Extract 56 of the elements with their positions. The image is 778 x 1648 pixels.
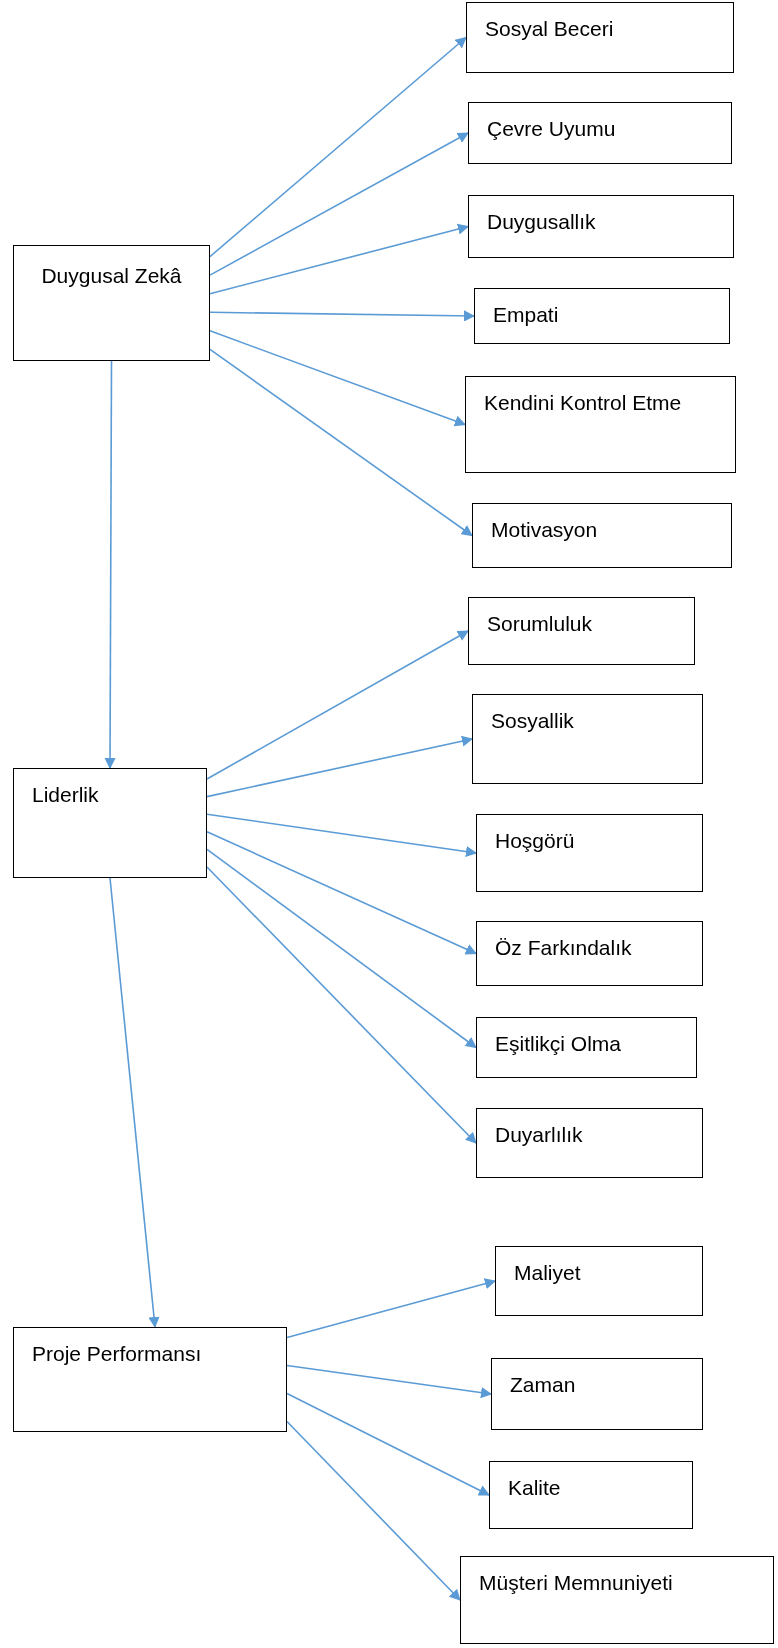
box-label: Motivasyon bbox=[491, 517, 599, 543]
box-label: Kalite bbox=[508, 1475, 562, 1501]
concept-box bbox=[13, 245, 210, 361]
arrow bbox=[209, 132, 469, 276]
concept-box bbox=[13, 1327, 287, 1432]
arrow bbox=[206, 630, 469, 780]
arrow bbox=[206, 831, 477, 955]
concept-box bbox=[491, 1358, 703, 1430]
concept-box bbox=[468, 597, 695, 665]
box-label: Kendini Kontrol Etme bbox=[484, 390, 683, 416]
concept-box bbox=[476, 921, 703, 986]
box-label: Duygusal Zekâ bbox=[40, 263, 183, 289]
box-label: Müşteri Memnuniyeti bbox=[479, 1570, 674, 1596]
concept-box bbox=[13, 768, 207, 878]
arrow bbox=[209, 348, 473, 537]
concept-box bbox=[468, 102, 732, 164]
arrow bbox=[286, 1364, 493, 1399]
concept-box bbox=[472, 694, 703, 784]
concept-box bbox=[465, 376, 736, 473]
arrow bbox=[209, 223, 470, 295]
box-label: Öz Farkındalık bbox=[495, 935, 633, 961]
box-label: Proje Performansı bbox=[32, 1341, 203, 1367]
box-label: Empati bbox=[493, 302, 560, 328]
box-label: Sosyallik bbox=[491, 708, 575, 734]
arrow bbox=[286, 1278, 497, 1339]
box-label: Duygusallık bbox=[487, 209, 597, 235]
box-label: Sorumluluk bbox=[487, 611, 594, 637]
arrow bbox=[209, 36, 467, 258]
box-label: Sosyal Beceri bbox=[485, 16, 615, 42]
box-label: Liderlik bbox=[32, 782, 100, 808]
concept-box bbox=[474, 288, 730, 344]
box-label: Duyarlılık bbox=[495, 1122, 584, 1148]
arrow bbox=[104, 360, 116, 770]
concept-box bbox=[468, 195, 734, 258]
concept-box bbox=[476, 814, 703, 892]
concept-box bbox=[472, 503, 732, 568]
concept-box bbox=[476, 1108, 703, 1178]
arrow bbox=[206, 866, 477, 1144]
box-label: Hoşgörü bbox=[495, 828, 576, 854]
concept-box bbox=[489, 1461, 693, 1529]
arrow bbox=[286, 1420, 461, 1601]
arrow bbox=[209, 310, 476, 322]
box-label: Çevre Uyumu bbox=[487, 116, 617, 142]
arrow bbox=[286, 1392, 490, 1496]
box-label: Maliyet bbox=[514, 1260, 582, 1286]
concept-box bbox=[460, 1556, 774, 1644]
arrow bbox=[206, 848, 477, 1049]
arrow bbox=[109, 877, 160, 1329]
arrow bbox=[206, 735, 474, 798]
concept-box bbox=[466, 2, 734, 73]
box-label: Zaman bbox=[510, 1372, 577, 1398]
concept-box bbox=[495, 1246, 703, 1316]
box-label: Eşitlikçi Olma bbox=[495, 1031, 622, 1057]
concept-box bbox=[476, 1017, 697, 1078]
arrow bbox=[206, 813, 478, 858]
arrow bbox=[209, 330, 467, 427]
